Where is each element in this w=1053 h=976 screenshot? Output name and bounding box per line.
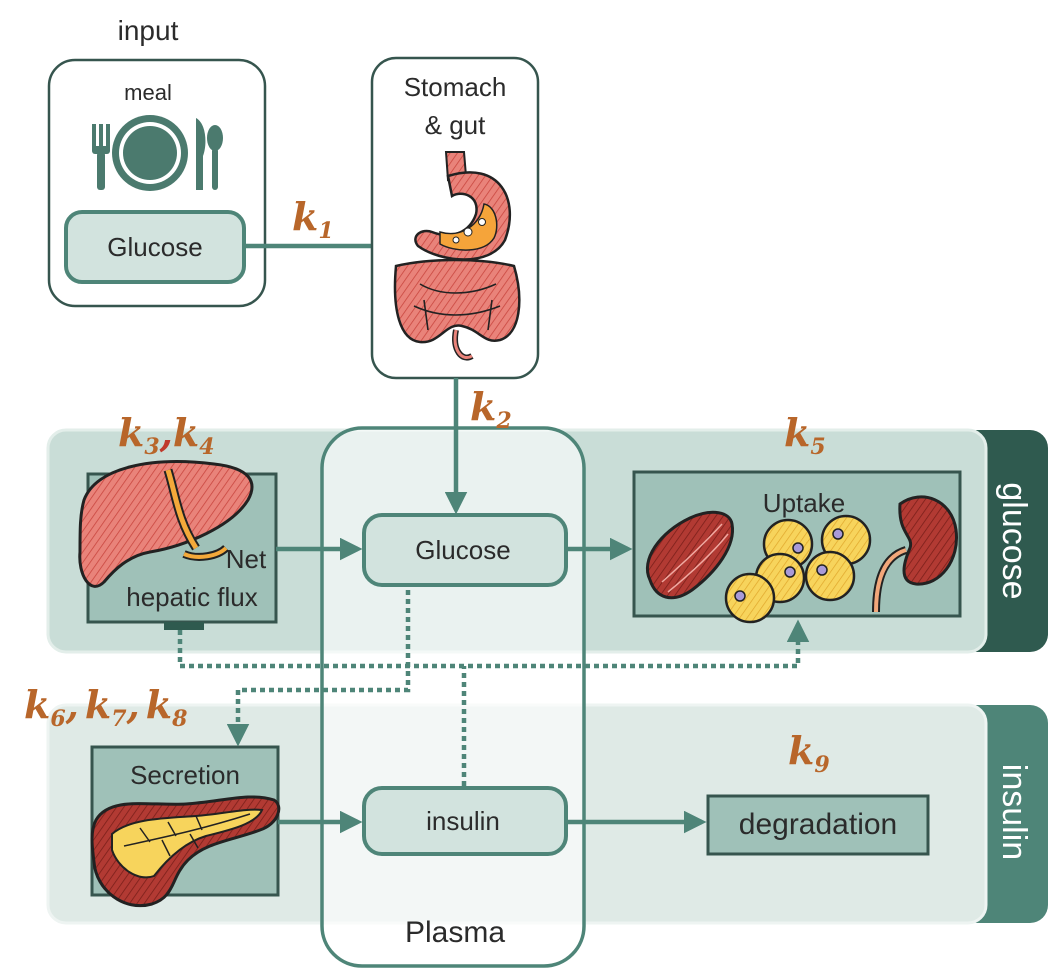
rate-k2: k2	[470, 384, 512, 434]
pancreas-icon	[90, 795, 281, 908]
stomach-box: Stomach & gut	[370, 56, 540, 380]
rate-k3-k4: k3,k4	[118, 410, 215, 460]
rate-k9: k9	[788, 728, 830, 778]
uptake-box: Uptake	[632, 470, 962, 624]
input-label: input	[118, 15, 179, 46]
input-box: meal Glucose	[47, 58, 267, 308]
input-glucose-label: Glucose	[107, 232, 202, 262]
plasma-insulin-label: insulin	[426, 806, 500, 836]
flow-arrows	[276, 378, 707, 834]
degradation-label: degradation	[739, 808, 897, 841]
stomach-label-line2: & gut	[425, 110, 486, 140]
plasma-label: Plasma	[405, 916, 505, 949]
liver-output-port	[164, 622, 204, 630]
liver-label-line1: Net	[226, 544, 267, 574]
kidney-icon	[872, 495, 958, 613]
degradation-box	[706, 794, 930, 856]
liver-icon	[78, 460, 254, 588]
secretion-box: Secretion	[90, 745, 281, 908]
liver-label-line2: hepatic flux	[126, 582, 258, 612]
plasma-glucose-label: Glucose	[415, 535, 510, 565]
rate-k6-k7-k8: k6,k7,k8	[24, 682, 187, 732]
liver-box: Net hepatic flux	[78, 460, 278, 630]
dotted-liver-to-uptake	[177, 619, 810, 669]
regulatory-links	[177, 590, 810, 786]
rate-k1: k1	[292, 194, 334, 244]
insulin-band-label: insulin	[995, 764, 1033, 860]
meal-plate-icon	[92, 115, 223, 191]
stomach-gut-icon	[393, 151, 521, 361]
dotted-glucose-to-secretion	[226, 590, 411, 747]
fat-cells-icon	[724, 514, 872, 624]
uptake-label: Uptake	[763, 488, 845, 518]
stomach-label-line1: Stomach	[404, 72, 507, 102]
meal-label: meal	[124, 80, 172, 105]
rate-k5: k5	[784, 410, 826, 460]
muscle-icon	[645, 510, 734, 600]
secretion-label: Secretion	[130, 760, 240, 790]
plasma-compartment: Plasma	[320, 426, 586, 968]
glucose-band-label: glucose	[995, 482, 1033, 599]
